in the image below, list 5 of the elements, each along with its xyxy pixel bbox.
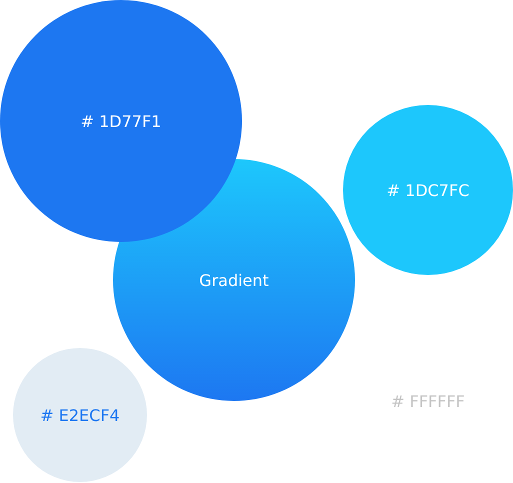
color-label: # 1D77F1 (80, 112, 162, 130)
color-label: # FFFFFF (391, 392, 465, 410)
color-label: Gradient (199, 270, 269, 290)
color-label: # 1DC7FC (386, 180, 470, 200)
color-label: # E2ECF4 (40, 406, 120, 424)
